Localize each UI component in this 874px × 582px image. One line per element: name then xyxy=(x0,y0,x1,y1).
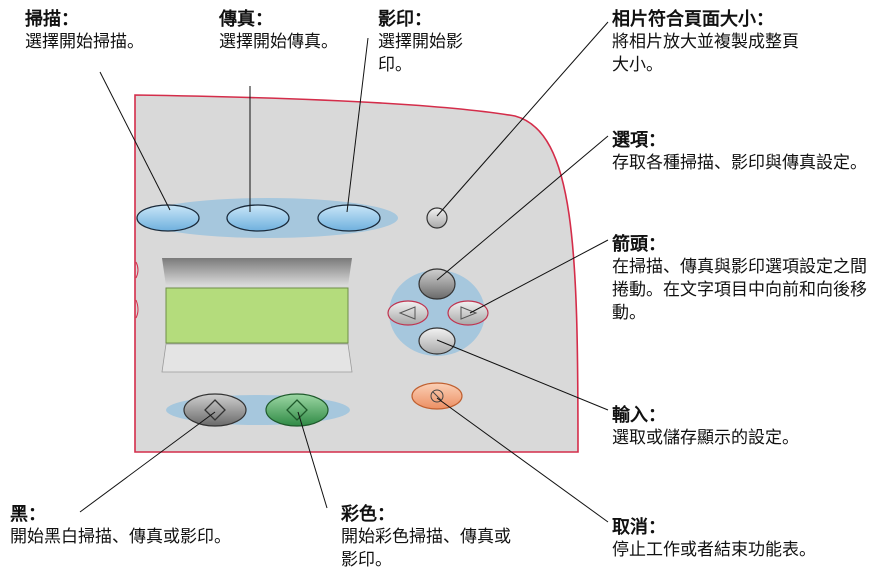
cancel-icon xyxy=(430,389,444,403)
black-callout: 黑： 開始黑白掃描、傳真或影印。 xyxy=(10,503,310,549)
color-start-icon xyxy=(286,399,308,421)
scan-callout-title: 掃描： xyxy=(25,9,79,30)
cancel-callout-desc: 停止工作或者結束功能表。 xyxy=(612,540,816,560)
lcd-screen xyxy=(165,287,349,344)
options-callout-title: 選項： xyxy=(612,130,666,151)
color-callout: 彩色： 開始彩色掃描、傳真或影印。 xyxy=(341,503,541,572)
scan-callout: 掃描： 選擇開始掃描。 xyxy=(25,8,195,54)
scan-button[interactable] xyxy=(136,204,200,232)
arrow-right-icon xyxy=(460,306,478,320)
cancel-callout: 取消： 停止工作或者結束功能表。 xyxy=(612,516,874,562)
fax-callout-title: 傳真： xyxy=(219,9,273,30)
cancel-callout-title: 取消： xyxy=(612,517,666,538)
black-callout-title: 黑： xyxy=(10,504,46,525)
black-callout-desc: 開始黑白掃描、傳真或影印。 xyxy=(10,527,231,547)
fax-callout: 傳真： 選擇開始傳真。 xyxy=(219,8,339,54)
arrow-up-button[interactable] xyxy=(418,268,456,300)
photo-fit-button[interactable] xyxy=(426,207,448,229)
arrow-down-button[interactable] xyxy=(418,327,456,355)
color-start-button[interactable] xyxy=(265,393,329,427)
copy-callout: 影印： 選擇開始影印。 xyxy=(378,8,488,77)
enter-callout-title: 輸入： xyxy=(612,405,666,426)
copy-callout-title: 影印： xyxy=(378,9,432,30)
arrow-pad xyxy=(387,268,489,356)
panel-side-mark xyxy=(135,261,139,319)
photo-fit-callout-desc: 將相片放大並複製成整頁大小。 xyxy=(612,32,799,75)
fax-button[interactable] xyxy=(226,204,290,232)
arrow-right-button[interactable] xyxy=(447,300,489,326)
color-callout-title: 彩色： xyxy=(341,504,395,525)
arrows-callout: 箭頭： 在掃描、傳真與影印選項設定之間捲動。在文字項目中向前和向後移動。 xyxy=(612,233,874,325)
fax-callout-desc: 選擇開始傳真。 xyxy=(219,32,338,52)
scan-callout-desc: 選擇開始掃描。 xyxy=(25,32,144,52)
options-callout-desc: 存取各種掃描、影印與傳真設定。 xyxy=(612,153,867,173)
copy-callout-desc: 選擇開始影印。 xyxy=(378,32,463,75)
lcd-display xyxy=(161,258,353,373)
copy-button[interactable] xyxy=(317,204,381,232)
photo-fit-callout: 相片符合頁面大小： 將相片放大並複製成整頁大小。 xyxy=(612,8,862,77)
arrows-callout-title: 箭頭： xyxy=(612,234,666,255)
enter-callout: 輸入： 選取或儲存顯示的設定。 xyxy=(612,404,874,450)
black-start-icon xyxy=(204,399,226,421)
arrow-left-button[interactable] xyxy=(387,300,429,326)
color-callout-desc: 開始彩色掃描、傳真或影印。 xyxy=(341,527,511,570)
arrow-left-icon xyxy=(398,306,416,320)
photo-fit-callout-title: 相片符合頁面大小： xyxy=(612,9,774,30)
leader-lines xyxy=(79,21,609,523)
black-start-button[interactable] xyxy=(183,393,247,427)
arrows-callout-desc: 在掃描、傳真與影印選項設定之間捲動。在文字項目中向前和向後移動。 xyxy=(612,257,867,323)
enter-callout-desc: 選取或儲存顯示的設定。 xyxy=(612,428,799,448)
options-callout: 選項： 存取各種掃描、影印與傳真設定。 xyxy=(612,129,874,175)
